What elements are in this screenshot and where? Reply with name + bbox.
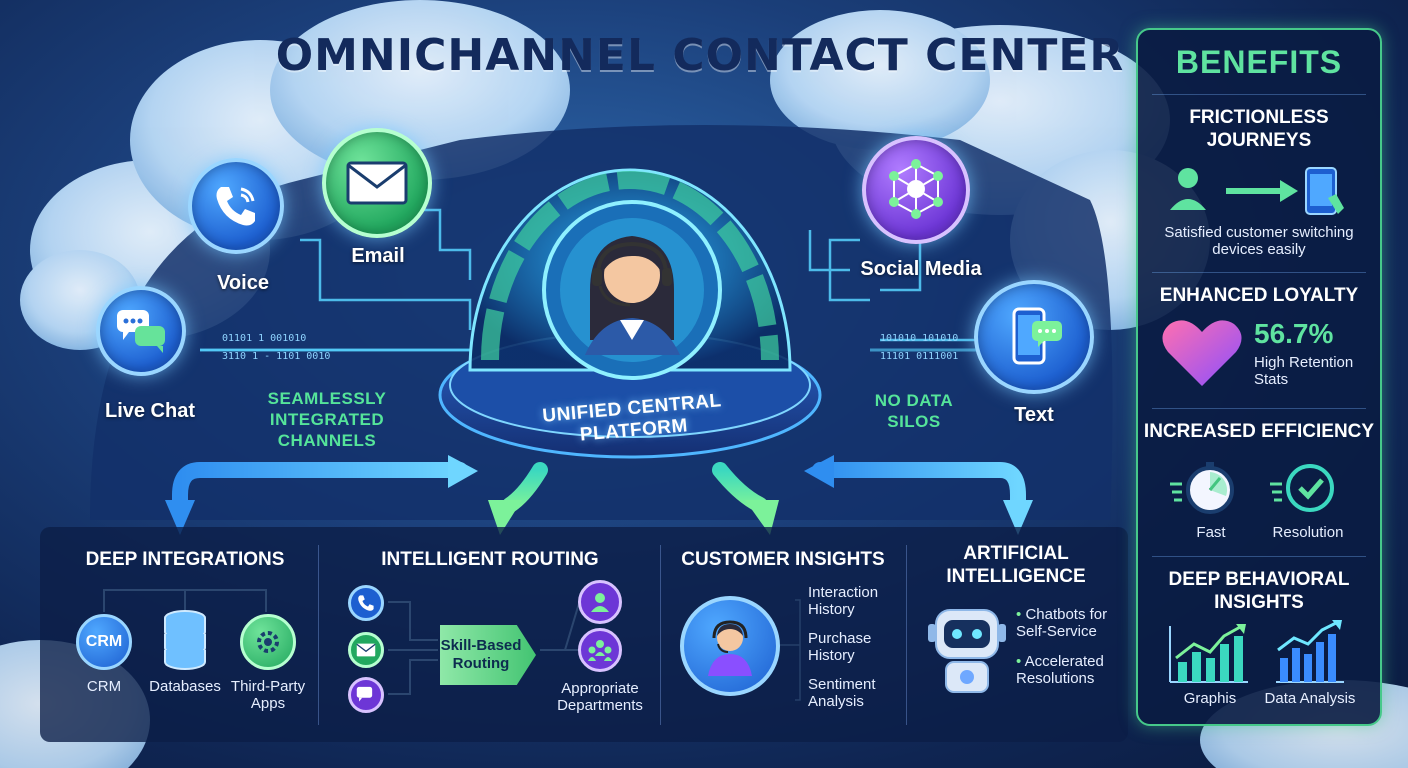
no-data-silos-caption: NO DATA SILOS <box>862 390 966 432</box>
channel-voice-label: Voice <box>217 272 269 294</box>
checkmark-cycle-icon <box>1270 464 1334 512</box>
envelope-icon <box>346 161 408 205</box>
robot-icon <box>928 609 1006 693</box>
smartphone-message-icon <box>1012 307 1062 365</box>
section-divider <box>318 545 319 725</box>
deep-integrations-title: DEEP INTEGRATIONS <box>85 549 285 570</box>
caption-line: INTEGRATED <box>269 410 385 429</box>
behavioral-title: DEEP BEHAVIORAL INSIGHTS <box>1168 569 1350 613</box>
channel-email-label: Email <box>351 245 405 267</box>
benefits-title: BENEFITS <box>1175 44 1343 80</box>
binary-line: 101010 101010 <box>880 333 959 344</box>
benefits-separator <box>1152 556 1366 557</box>
benefits-separator <box>1152 94 1366 95</box>
skill-based-routing-box: Skill-Based Routing <box>440 625 536 685</box>
efficiency-fast-label: Fast <box>1196 524 1226 541</box>
routing-email-icon <box>348 632 384 668</box>
ai-accelerated-text: Accelerated Resolutions <box>1016 653 1104 687</box>
binary-stream-right: 101010 101010 11101 0111001 <box>880 330 958 366</box>
channel-voice[interactable] <box>188 158 284 254</box>
efficiency-resolution-label: Resolution <box>1272 524 1344 541</box>
ai-accelerated: • Accelerated Resolutions <box>1016 653 1126 687</box>
bullet-dot: • <box>1016 606 1022 623</box>
phone-icon <box>358 595 374 611</box>
phone-icon <box>216 187 255 226</box>
customer-avatar <box>680 596 780 696</box>
binary-line: 11101 0111001 <box>880 351 959 362</box>
appropriate-departments-label: Appropriate Departments <box>557 680 643 714</box>
loyalty-caption: High Retention Stats <box>1254 354 1354 388</box>
integration-third-party-label: Third-Party Apps <box>230 678 306 712</box>
insight-interaction-history: Interaction History <box>808 584 879 618</box>
caption-line: CHANNELS <box>277 431 377 450</box>
agent-figure <box>585 236 680 355</box>
crm-icon: CRM <box>76 614 132 670</box>
ai-chatbots-text: Chatbots for Self-Service <box>1016 606 1108 640</box>
bar-graph-icon <box>1169 624 1248 683</box>
channel-live-chat-label: Live Chat <box>104 400 196 422</box>
behavioral-data-analysis-label: Data Analysis <box>1264 690 1356 707</box>
frictionless-caption: Satisfied customer switching devices eas… <box>1164 224 1354 258</box>
seamless-channels-caption: SEAMLESSLY INTEGRATED CHANNELS <box>262 388 392 451</box>
binary-line: 01101 1 001010 <box>222 333 307 344</box>
network-nodes-icon <box>889 159 943 219</box>
insight-sentiment-analysis: Sentiment Analysis <box>808 676 876 710</box>
caption-line: SILOS <box>887 412 941 431</box>
person-icon <box>591 593 609 612</box>
database-icon <box>164 610 206 670</box>
integration-databases-label: Databases <box>149 678 221 695</box>
bullet-dot: • <box>1016 653 1022 670</box>
customer-insights-title: CUSTOMER INSIGHTS <box>681 549 885 570</box>
section-divider <box>660 545 661 725</box>
agent-headset-icon <box>708 620 752 676</box>
efficiency-title: INCREASED EFFICIENCY <box>1143 421 1375 442</box>
ai-chatbots: • Chatbots for Self-Service <box>1016 606 1126 640</box>
ai-title: ARTIFICIAL INTELLIGENCE <box>946 543 1086 587</box>
loyalty-title: ENHANCED LOYALTY <box>1159 285 1359 306</box>
intelligent-routing-title: INTELLIGENT ROUTING <box>381 549 599 570</box>
page-title: OMNICHANNEL CONTACT CENTER <box>275 30 1125 81</box>
chat-bubbles-icon <box>117 310 165 353</box>
binary-line: 3110 1 - 1101 0010 <box>222 351 331 362</box>
channel-email[interactable] <box>322 128 432 238</box>
caption-line: SEAMLESSLY <box>267 389 387 408</box>
channel-text-label: Text <box>1014 404 1054 426</box>
device-switch-icon <box>1170 167 1344 215</box>
data-analysis-icon <box>1276 620 1344 683</box>
crm-badge-text: CRM <box>85 633 123 650</box>
channel-social-media[interactable] <box>862 136 970 244</box>
chat-bubble-icon <box>356 686 373 702</box>
third-party-apps-icon <box>240 614 296 670</box>
benefits-separator <box>1152 408 1366 409</box>
integration-crm-label: CRM <box>86 678 122 695</box>
insight-purchase-history: Purchase History <box>808 630 872 664</box>
gear-icon <box>257 631 279 653</box>
frictionless-title: FRICTIONLESS JOURNEYS <box>1189 107 1329 151</box>
benefits-separator <box>1152 272 1366 273</box>
channel-social-media-label: Social Media <box>860 258 982 280</box>
envelope-icon <box>356 643 376 657</box>
behavioral-graphis-label: Graphis <box>1183 690 1237 707</box>
department-group-icon <box>578 628 622 672</box>
caption-line: NO DATA <box>874 391 954 410</box>
loyalty-stat: 56.7% <box>1254 318 1334 349</box>
benefits-panel <box>1136 28 1382 726</box>
channel-text[interactable] <box>974 280 1094 394</box>
channel-live-chat[interactable] <box>96 286 186 376</box>
stopwatch-icon <box>1170 462 1234 514</box>
section-divider <box>906 545 907 725</box>
routing-voice-icon <box>348 585 384 621</box>
binary-stream-left: 01101 1 001010 3110 1 - 1101 0010 <box>222 330 330 366</box>
department-single-icon <box>578 580 622 624</box>
heart-icon <box>1162 320 1242 386</box>
team-icon <box>588 640 612 661</box>
routing-chat-icon <box>348 677 384 713</box>
